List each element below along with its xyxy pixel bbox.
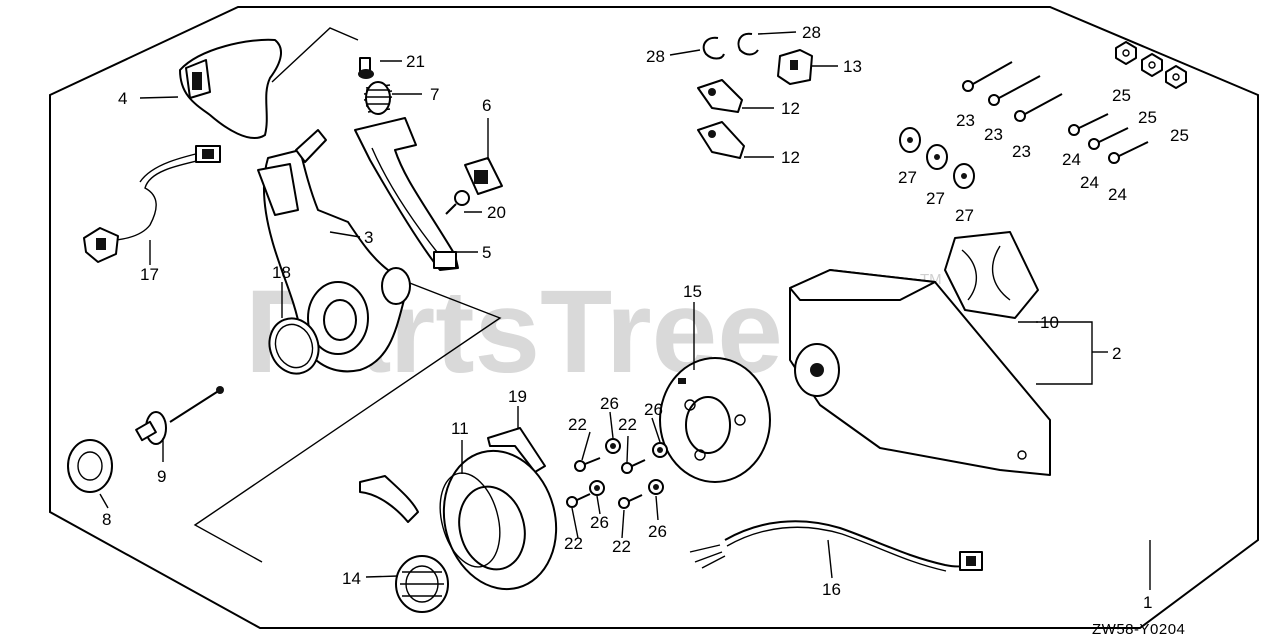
part-12-cam-a[interactable] — [697, 79, 743, 113]
callout-11: 11 — [451, 419, 469, 438]
callout-15: 15 — [683, 282, 702, 301]
callout-26d: 26 — [648, 522, 667, 541]
callout-5: 5 — [482, 243, 491, 262]
callout-25a: 25 — [1112, 86, 1131, 105]
assembly-outline-frame — [49, 6, 1259, 629]
callout-23b: 23 — [984, 125, 1003, 144]
part-23-screw-a[interactable] — [962, 61, 1013, 92]
callout-2: 2 — [1112, 344, 1121, 363]
callout-18: 18 — [272, 263, 291, 282]
callout-26a: 26 — [600, 394, 619, 413]
callout-26c: 26 — [590, 513, 609, 532]
callout-27c: 27 — [955, 206, 974, 225]
callout-24b: 24 — [1080, 173, 1099, 192]
part-26-washer-c[interactable] — [589, 480, 605, 496]
callout-4: 4 — [118, 89, 127, 108]
callout-16: 16 — [822, 580, 841, 599]
callout-10: 10 — [1040, 313, 1059, 332]
part-18-o-ring[interactable] — [262, 311, 326, 380]
part-27-washer-b[interactable] — [926, 144, 948, 170]
part-9-shaft[interactable] — [135, 386, 224, 445]
callout-17: 17 — [140, 265, 159, 284]
callout-22a: 22 — [568, 415, 587, 434]
callout-1: 1 — [1143, 593, 1152, 612]
callout-20: 20 — [487, 203, 506, 222]
part-28-e-ring-a[interactable] — [702, 36, 725, 60]
part-8-cap[interactable] — [67, 439, 113, 493]
part-27-washer-c[interactable] — [953, 163, 975, 189]
callout-21: 21 — [406, 52, 425, 71]
part-3-control-lever[interactable] — [257, 129, 411, 373]
part-23-screw-c[interactable] — [1014, 93, 1063, 122]
callout-28a: 28 — [646, 47, 665, 66]
part-17-neutral-switch[interactable] — [83, 145, 221, 263]
part-16-wire-harness[interactable] — [689, 520, 983, 572]
part-friction-pad[interactable] — [359, 475, 419, 523]
callout-labels: 1 2 3 4 5 6 7 8 9 10 11 12 12 13 14 15 1… — [102, 23, 1189, 612]
callout-22c: 22 — [564, 534, 583, 553]
part-2-control-box[interactable] — [789, 269, 1051, 476]
part-25-nut-c[interactable] — [1165, 65, 1187, 89]
part-23-screw-b[interactable] — [988, 75, 1041, 106]
callout-23c: 23 — [1012, 142, 1031, 161]
leader-lines — [99, 31, 1151, 590]
callout-8: 8 — [102, 510, 111, 529]
part-27-washer-a[interactable] — [899, 127, 921, 153]
part-22-screw-b[interactable] — [621, 459, 646, 474]
callout-22d: 22 — [612, 537, 631, 556]
callout-23a: 23 — [956, 111, 975, 130]
part-22-screw-a[interactable] — [574, 457, 601, 472]
callout-27b: 27 — [926, 189, 945, 208]
part-6-bracket-plate[interactable] — [464, 157, 503, 195]
callout-22b: 22 — [618, 415, 637, 434]
part-26-washer-a[interactable] — [605, 438, 621, 454]
part-25-nut-a[interactable] — [1115, 41, 1137, 65]
part-26-washer-b[interactable] — [652, 442, 668, 458]
part-22-screw-d[interactable] — [618, 494, 643, 509]
callout-25c: 25 — [1170, 126, 1189, 145]
callout-25b: 25 — [1138, 108, 1157, 127]
callout-24c: 24 — [1108, 185, 1127, 204]
callout-26b: 26 — [644, 400, 663, 419]
part-12-cam-b[interactable] — [697, 121, 745, 159]
part-24-screw-a[interactable] — [1068, 113, 1109, 136]
part-11-drum[interactable] — [429, 438, 571, 602]
part-13-clip[interactable] — [777, 49, 813, 85]
part-24-screw-c[interactable] — [1108, 141, 1149, 164]
diagram-code: ZW58-Y0204 — [1092, 621, 1185, 638]
part-28-e-ring-b[interactable] — [737, 32, 759, 56]
callout-7: 7 — [430, 85, 439, 104]
callout-3: 3 — [364, 228, 373, 247]
callout-13: 13 — [843, 57, 862, 76]
callout-27a: 27 — [898, 168, 917, 187]
part-5-shift-arm[interactable] — [354, 117, 459, 271]
callout-6: 6 — [482, 96, 491, 115]
part-24-screw-b[interactable] — [1088, 127, 1129, 150]
callout-14: 14 — [342, 569, 361, 588]
callout-9: 9 — [157, 467, 166, 486]
callout-12b: 12 — [781, 148, 800, 167]
part-4-handle-grip[interactable] — [179, 38, 282, 140]
part-26-washer-d[interactable] — [648, 479, 664, 495]
part-7-spring[interactable] — [363, 81, 393, 115]
callout-24a: 24 — [1062, 150, 1081, 169]
part-20-screw[interactable] — [445, 190, 470, 215]
lever-bracket — [271, 27, 359, 83]
sub-assembly-bracket — [193, 257, 502, 563]
callout-19: 19 — [508, 387, 527, 406]
part-21-screw[interactable] — [358, 57, 374, 79]
part-22-screw-c[interactable] — [566, 493, 591, 508]
part-25-nut-b[interactable] — [1141, 53, 1163, 77]
part-15-rotor-plate[interactable] — [659, 357, 771, 483]
part-10-gasket[interactable] — [944, 231, 1039, 319]
callout-28b: 28 — [802, 23, 821, 42]
part-14-bearing[interactable] — [395, 555, 449, 613]
callout-12a: 12 — [781, 99, 800, 118]
